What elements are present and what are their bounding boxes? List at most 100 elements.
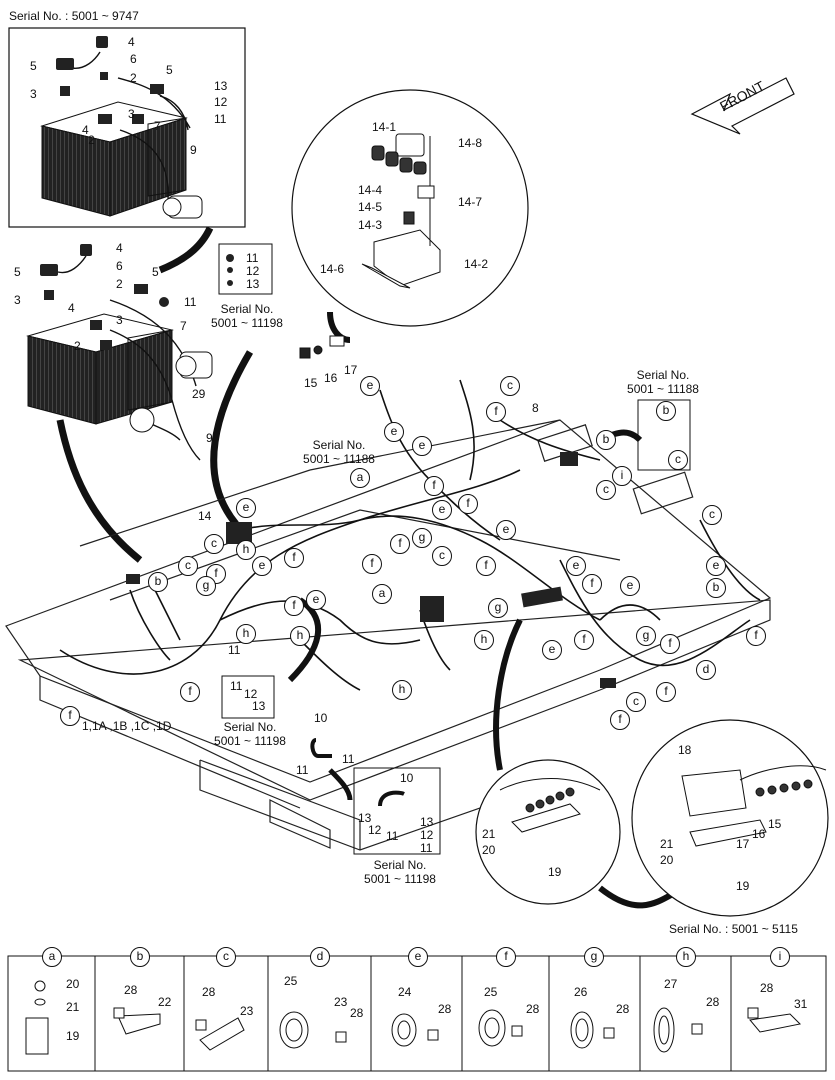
label-lower-box: 11 [386, 829, 399, 843]
label-top: 4 [82, 123, 89, 137]
tag-f: f [746, 626, 766, 646]
label-zoom-top: 14-7 [458, 195, 483, 209]
front-arrow [690, 77, 795, 135]
tag-f: f [660, 634, 680, 654]
tag-b: b [706, 578, 726, 598]
tag-h: h [474, 630, 494, 650]
label-zoom-right: 18 [678, 743, 692, 757]
callout-curve-2 [210, 350, 254, 527]
label-main: 11 [296, 763, 309, 777]
tag-e: e [252, 556, 272, 576]
label-main: 8 [532, 401, 539, 415]
label-zoom-top: 14-4 [358, 183, 383, 197]
label-top: 7 [154, 119, 161, 133]
label-mid: 2 [116, 277, 123, 291]
label-small-lower: 12 [244, 687, 258, 701]
small-parts-box-lower [221, 675, 275, 719]
tag-a: a [372, 584, 392, 604]
callout-curve-1 [158, 226, 214, 274]
tag-f: f [656, 682, 676, 702]
label-small: 11 [246, 251, 259, 265]
table-num: 28 [438, 1002, 452, 1016]
table-letter-b: b [130, 947, 150, 967]
label-mid: 2 [74, 339, 81, 353]
tag-e: e [236, 498, 256, 518]
label-mid: 4 [68, 301, 75, 315]
label-top: 4 [128, 35, 135, 49]
tag-h: h [392, 680, 412, 700]
label-mid: 5 [152, 265, 159, 279]
serial-mid: Serial No. 5001 ~ 11188 [303, 438, 375, 466]
relay-bracket [361, 133, 441, 289]
tag-e: e [306, 590, 326, 610]
table-letter-i: i [770, 947, 790, 967]
label-zoom-left: 20 [482, 843, 496, 857]
tag-f: f [610, 710, 630, 730]
table-letter-d: d [310, 947, 330, 967]
table-num: 28 [124, 983, 138, 997]
label-top: 9 [190, 143, 197, 157]
label-main: 14 [198, 509, 212, 523]
table-letter-c: c [216, 947, 236, 967]
clip-drawings [25, 980, 802, 1055]
tag-a: a [350, 468, 370, 488]
label-top: 3 [30, 87, 37, 101]
lower-parts-box [353, 767, 441, 855]
tag-f: f [362, 554, 382, 574]
tag-f: f [284, 548, 304, 568]
label-top: 13 [214, 79, 228, 93]
serial-small-parts: Serial No. 5001 ~ 11198 [211, 302, 283, 330]
tag-f: f [458, 494, 478, 514]
label-zoom-right: 15 [768, 817, 782, 831]
tag-c: c [204, 534, 224, 554]
label-mid: 5 [14, 265, 21, 279]
label-mount: 16 [324, 371, 338, 385]
label-zoom-top: 14-6 [320, 262, 345, 276]
label-lower-box: 13 [420, 815, 434, 829]
tag-b: b [596, 430, 616, 450]
tag-c: c [668, 450, 688, 470]
label-small-lower: 11 [230, 679, 243, 693]
tag-e: e [542, 640, 562, 660]
label-top: 6 [130, 52, 137, 66]
starter-motor-mid [129, 351, 213, 433]
label-zoom-left: 19 [548, 865, 562, 879]
tag-f: f [390, 534, 410, 554]
label-lower-box: 11 [420, 841, 433, 855]
label-zoom-top: 14-1 [372, 120, 397, 134]
tag-f: f [180, 682, 200, 702]
table-num: 25 [284, 974, 298, 988]
label-small-lower: 13 [252, 699, 266, 713]
label-main: 11 [228, 643, 241, 657]
zoom-circle-top [291, 89, 529, 327]
small-parts-box [218, 243, 273, 295]
label-zoom-right: 21 [660, 837, 674, 851]
table-num: 28 [706, 995, 720, 1009]
tag-f: f [424, 476, 444, 496]
label-mid: 7 [180, 319, 187, 333]
table-num: 27 [664, 977, 678, 991]
machine-frame [5, 419, 772, 851]
label-main: 11 [342, 752, 355, 766]
table-num: 31 [794, 997, 808, 1011]
tag-f: f [60, 706, 80, 726]
zoom-circle-right [631, 719, 829, 917]
top-left-detail-box [8, 27, 246, 228]
label-mount: 17 [344, 363, 358, 377]
battery-pair-mid [26, 313, 174, 425]
table-num: 25 [484, 985, 498, 999]
tag-c: c [596, 480, 616, 500]
label-top: 5 [166, 63, 173, 77]
label-lower-box: 10 [400, 771, 414, 785]
battery-pair-top [40, 101, 188, 217]
tag-e: e [496, 520, 516, 540]
label-top: 2 [88, 133, 95, 147]
label-main: 10 [314, 711, 328, 725]
callout-curve-3 [56, 419, 143, 563]
label-mid: 3 [116, 313, 123, 327]
tag-c: c [500, 376, 520, 396]
tag-e: e [384, 422, 404, 442]
tag-h: h [236, 540, 256, 560]
